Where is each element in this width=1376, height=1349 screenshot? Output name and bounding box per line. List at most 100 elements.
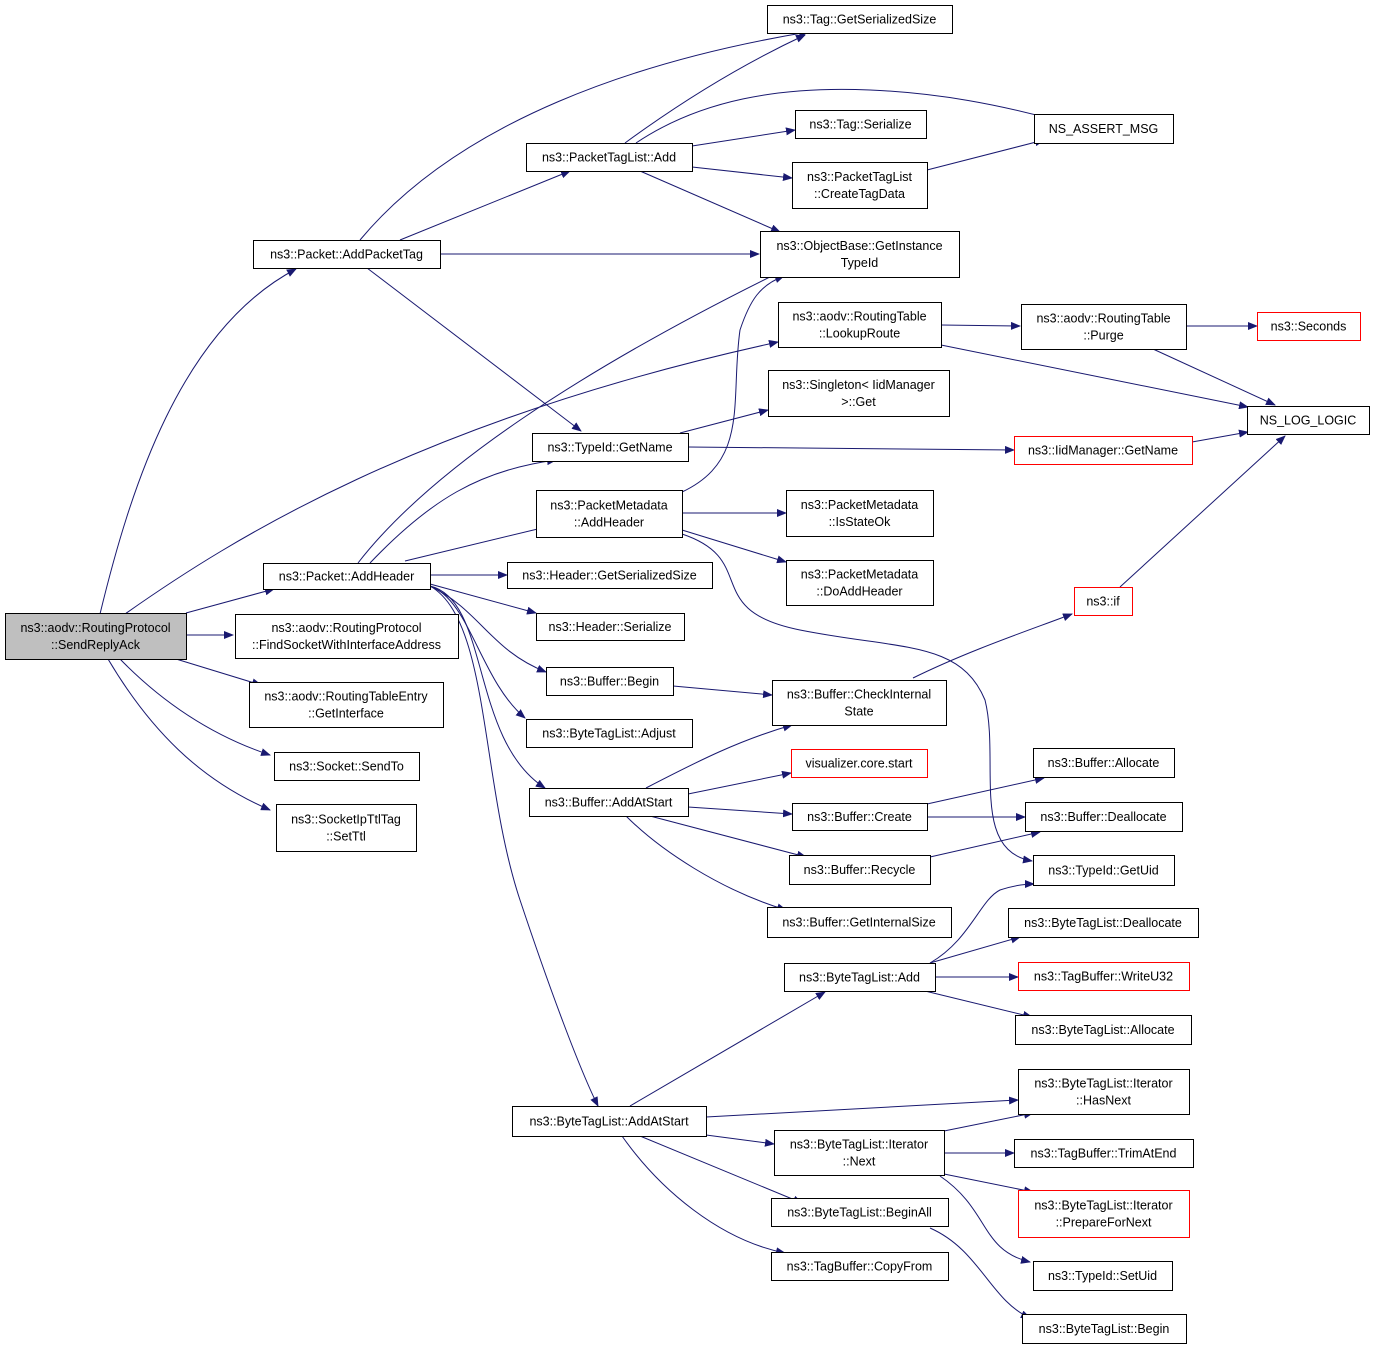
node-label-line: ::HasNext <box>1076 1094 1131 1108</box>
node-label-line: ns3::ByteTagList::Iterator <box>790 1138 928 1152</box>
node-label-line: State <box>844 705 873 719</box>
node-create-tag-data[interactable]: ns3::PacketTagList::CreateTagData <box>792 162 928 209</box>
node-trim-at-end[interactable]: ns3::TagBuffer::TrimAtEnd <box>1014 1139 1194 1168</box>
node-label-line: ns3::TagBuffer::TrimAtEnd <box>1031 1147 1177 1161</box>
node-box <box>1018 1069 1190 1115</box>
node-label-line: ns3::ByteTagList::Iterator <box>1034 1077 1172 1091</box>
node-get-interface[interactable]: ns3::aodv::RoutingTableEntry::GetInterfa… <box>249 682 444 728</box>
node-buffer-allocate[interactable]: ns3::Buffer::Allocate <box>1033 748 1175 778</box>
node-header-serialize[interactable]: ns3::Header::Serialize <box>536 613 685 641</box>
node-header-get-serialized-size[interactable]: ns3::Header::GetSerializedSize <box>507 562 713 589</box>
node-label-line: ns3::aodv::RoutingTable <box>792 310 926 324</box>
node-typeid-set-uid[interactable]: ns3::TypeId::SetUid <box>1033 1261 1173 1291</box>
edge-ptladd-tagserialize <box>691 127 796 147</box>
node-ns3-if[interactable]: ns3::if <box>1074 587 1133 616</box>
edge-next-hasnext <box>943 1110 1034 1132</box>
node-box <box>253 240 441 269</box>
node-box <box>772 680 947 726</box>
node-write-u32[interactable]: ns3::TagBuffer::WriteU32 <box>1018 962 1190 991</box>
edge-iidgetname-nsloglogic <box>1191 429 1249 443</box>
node-pm-do-add-header[interactable]: ns3::PacketMetadata::DoAddHeader <box>786 560 934 606</box>
node-routing-table-purge[interactable]: ns3::aodv::RoutingTable::Purge <box>1021 304 1187 350</box>
node-buffer-deallocate[interactable]: ns3::Buffer::Deallocate <box>1025 802 1183 832</box>
node-box <box>1033 748 1175 778</box>
node-buffer-add-at-start[interactable]: ns3::Buffer::AddAtStart <box>529 788 689 817</box>
node-byte-tag-list-add-at-start[interactable]: ns3::ByteTagList::AddAtStart <box>512 1106 707 1137</box>
node-packet-tag-list-add[interactable]: ns3::PacketTagList::Add <box>526 143 693 172</box>
edge-addheader-bufferaddatstart <box>429 585 546 789</box>
node-byte-tag-list-adjust[interactable]: ns3::ByteTagList::Adjust <box>526 719 693 748</box>
node-tag-buffer-copy-from[interactable]: ns3::TagBuffer::CopyFrom <box>771 1252 949 1281</box>
node-visualizer-start[interactable]: visualizer.core.start <box>791 749 928 778</box>
node-box <box>1021 304 1187 350</box>
node-box <box>1034 114 1174 144</box>
node-btl-allocate[interactable]: ns3::ByteTagList::Allocate <box>1015 1015 1192 1045</box>
edge-addpackettag-typeidgetname <box>366 267 582 432</box>
node-seconds[interactable]: ns3::Seconds <box>1257 312 1361 341</box>
node-begin-all[interactable]: ns3::ByteTagList::BeginAll <box>771 1198 949 1227</box>
node-box <box>778 302 942 348</box>
node-box <box>1014 1139 1194 1168</box>
node-find-socket[interactable]: ns3::aodv::RoutingProtocol::FindSocketWi… <box>235 614 459 659</box>
node-label-line: ns3::ByteTagList::Begin <box>1039 1322 1170 1336</box>
node-singleton-get[interactable]: ns3::Singleton< IidManager>::Get <box>768 370 950 417</box>
node-buffer-create[interactable]: ns3::Buffer::Create <box>792 803 928 831</box>
node-lookup-route[interactable]: ns3::aodv::RoutingTable::LookupRoute <box>778 302 942 348</box>
node-label-line: ns3::ByteTagList::Iterator <box>1034 1199 1172 1213</box>
node-pm-add-header[interactable]: ns3::PacketMetadata::AddHeader <box>536 490 683 538</box>
node-pm-is-state-ok[interactable]: ns3::PacketMetadata::IsStateOk <box>786 490 934 537</box>
edge-ptladd-createtagdata <box>691 166 793 181</box>
node-iterator-next[interactable]: ns3::ByteTagList::Iterator::Next <box>774 1130 945 1176</box>
node-typeid-get-uid[interactable]: ns3::TypeId::GetUid <box>1033 855 1175 886</box>
node-label-line: ns3::Tag::GetSerializedSize <box>783 13 937 27</box>
node-label-line: ns3::aodv::RoutingTable <box>1036 312 1170 326</box>
node-tag-serialize[interactable]: ns3::Tag::Serialize <box>795 110 927 139</box>
node-box <box>526 143 693 172</box>
edge-addheader-typeidgetname <box>369 457 557 564</box>
node-send-reply-ack[interactable]: ns3::aodv::RoutingProtocol::SendReplyAck <box>5 613 187 660</box>
node-ns-log-logic[interactable]: NS_LOG_LOGIC <box>1247 406 1370 435</box>
node-add-packet-tag[interactable]: ns3::Packet::AddPacketTag <box>253 240 441 269</box>
edge-addpackettag-taggetserializedsize <box>359 29 809 241</box>
node-prepare-for-next[interactable]: ns3::ByteTagList::Iterator::PrepareForNe… <box>1018 1190 1190 1238</box>
node-box <box>536 613 685 641</box>
node-btl-deallocate[interactable]: ns3::ByteTagList::Deallocate <box>1008 908 1199 938</box>
node-buffer-begin[interactable]: ns3::Buffer::Begin <box>546 667 674 696</box>
edge-if-nsloglogic <box>1119 435 1286 588</box>
node-label-line: ::GetInterface <box>308 707 384 721</box>
nodes-layer: ns3::aodv::RoutingProtocol::SendReplyAck… <box>5 5 1370 1344</box>
edge-ptladd-getinstancetypeid <box>639 170 781 233</box>
node-buffer-get-internal-size[interactable]: ns3::Buffer::GetInternalSize <box>767 907 952 938</box>
node-typeid-get-name[interactable]: ns3::TypeId::GetName <box>532 433 689 462</box>
node-add-header[interactable]: ns3::Packet::AddHeader <box>263 563 431 590</box>
edge-addpackettag-packettaglistadd <box>399 170 571 241</box>
node-label-line: ::CreateTagData <box>814 187 905 201</box>
node-label-line: ns3::TagBuffer::CopyFrom <box>787 1260 933 1274</box>
node-socket-send-to[interactable]: ns3::Socket::SendTo <box>274 752 420 781</box>
node-box <box>786 560 934 606</box>
edge-lookuproute-nsloglogic <box>940 344 1249 410</box>
node-box <box>512 1106 707 1137</box>
node-ns-assert-msg[interactable]: NS_ASSERT_MSG <box>1034 114 1174 144</box>
edge-getname-iidgetname <box>687 445 1015 454</box>
edge-addheader-bufferbegin <box>429 585 547 673</box>
node-box <box>274 752 420 781</box>
node-btl-begin[interactable]: ns3::ByteTagList::Begin <box>1022 1314 1187 1344</box>
node-buffer-recycle[interactable]: ns3::Buffer::Recycle <box>789 855 931 885</box>
node-label-line: ns3::Buffer::CheckInternal <box>787 688 931 702</box>
node-iterator-has-next[interactable]: ns3::ByteTagList::Iterator::HasNext <box>1018 1069 1190 1115</box>
node-box <box>792 803 928 831</box>
node-label-line: ns3::Socket::SendTo <box>289 760 404 774</box>
node-label-line: ns3::IidManager::GetName <box>1028 444 1178 458</box>
node-iid-get-name[interactable]: ns3::IidManager::GetName <box>1014 436 1193 465</box>
node-label-line: ns3::SocketIpTtlTag <box>291 813 401 827</box>
node-tag-get-serialized-size[interactable]: ns3::Tag::GetSerializedSize <box>767 5 953 34</box>
node-byte-tag-list-add[interactable]: ns3::ByteTagList::Add <box>784 963 936 992</box>
node-set-ttl[interactable]: ns3::SocketIpTtlTag::SetTtl <box>276 804 417 852</box>
edge-addheader-adjust <box>429 585 526 719</box>
edge-sendreplyack-getinterface <box>175 658 262 687</box>
node-box <box>263 563 431 590</box>
